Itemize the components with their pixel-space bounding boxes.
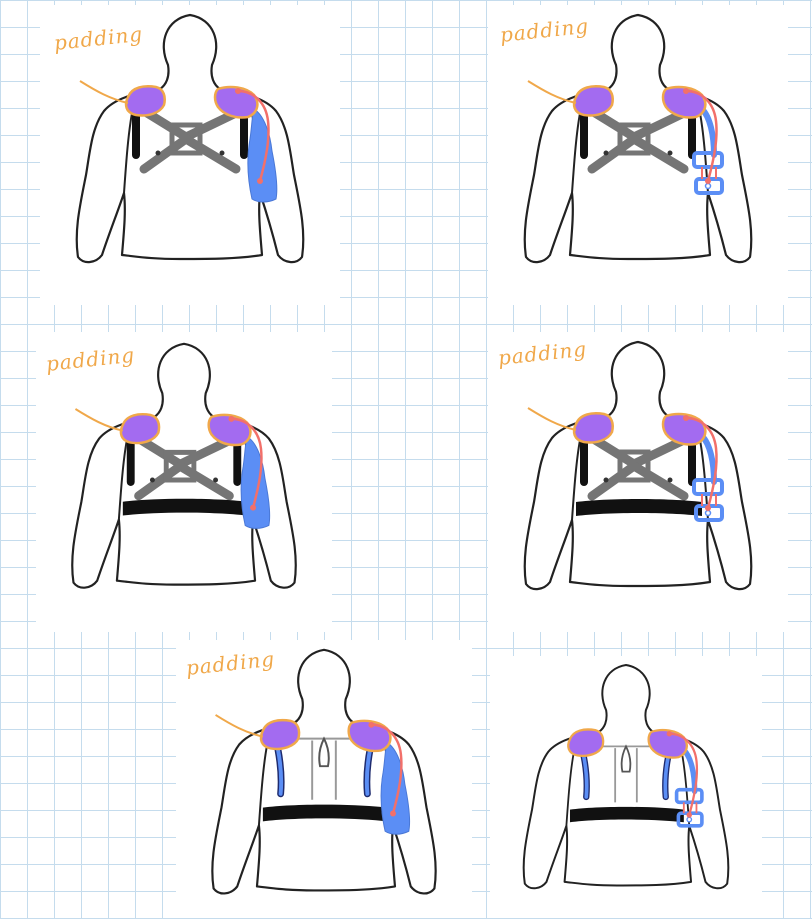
panel-6 — [490, 656, 762, 918]
panel-3: padding — [36, 332, 332, 632]
panel-2: padding — [488, 5, 788, 305]
panel-4: padding — [488, 332, 788, 632]
panel-5: padding — [176, 640, 472, 918]
panel-1: padding — [40, 5, 340, 305]
